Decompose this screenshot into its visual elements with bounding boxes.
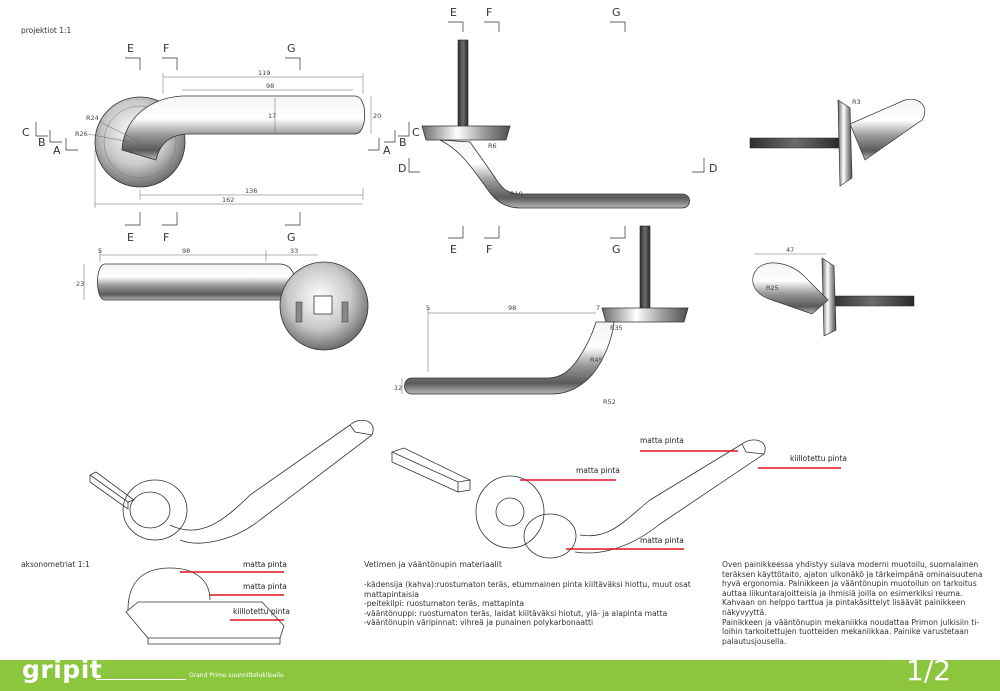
svg-text:R10: R10 xyxy=(510,190,523,198)
svg-text:119: 119 xyxy=(258,69,270,77)
svg-text:R6: R6 xyxy=(488,142,497,150)
front-view-lever: E F G E F G C B A A B C xyxy=(22,42,420,244)
svg-text:R24: R24 xyxy=(86,114,99,122)
svg-text:33: 33 xyxy=(290,247,298,255)
finish-label: matta pinta xyxy=(640,536,684,545)
svg-text:A: A xyxy=(53,144,61,157)
svg-text:R25: R25 xyxy=(766,284,779,292)
svg-text:G: G xyxy=(612,6,621,19)
side-view-lever-2: 5 98 7 R35 R45 R52 12 xyxy=(394,225,689,406)
svg-text:D: D xyxy=(398,162,406,175)
svg-text:20: 20 xyxy=(373,112,381,120)
base-plate xyxy=(421,125,511,141)
svg-text:12: 12 xyxy=(394,384,402,392)
svg-text:R35: R35 xyxy=(610,324,623,332)
svg-text:C: C xyxy=(22,126,30,139)
svg-text:5: 5 xyxy=(98,247,102,255)
svg-text:F: F xyxy=(163,42,169,55)
svg-text:R3: R3 xyxy=(852,98,861,106)
svg-text:F: F xyxy=(486,6,492,19)
svg-text:B: B xyxy=(38,136,46,149)
svg-text:98: 98 xyxy=(266,82,274,90)
axonometric-view-mid-right: 47 R25 xyxy=(752,246,915,337)
axonometric-outline-knob xyxy=(125,567,285,645)
svg-text:98: 98 xyxy=(508,304,516,312)
svg-text:R52: R52 xyxy=(603,398,616,406)
svg-text:R45: R45 xyxy=(590,356,603,364)
svg-text:A: A xyxy=(383,144,391,157)
axonometric-view-top-right: R3 xyxy=(749,98,926,187)
svg-text:R26: R26 xyxy=(75,130,88,138)
bottom-view-lever: 5 98 33 23 xyxy=(76,247,369,351)
axonometric-outline-right xyxy=(390,439,766,559)
finish-label: matta pinta xyxy=(576,466,620,475)
section-marks-front: E F G E F G C B A A B C xyxy=(22,42,420,244)
svg-text:B: B xyxy=(399,136,407,149)
svg-text:47: 47 xyxy=(786,246,794,254)
product-description: Oven painikkeessa yhdistyy sulava modern… xyxy=(722,560,983,646)
svg-text:17: 17 xyxy=(268,112,276,120)
materials-title: Vetimen ja vääntönupin materiaalit xyxy=(364,560,502,569)
materials-list: -kädensija (kahva):ruostumaton teräs, et… xyxy=(364,580,691,628)
dimensions-front: 119 98 17 20 136 162 R24 R26 xyxy=(75,69,381,208)
finish-label: matta pinta xyxy=(243,582,287,591)
axonometric-label: aksonometriat 1:1 xyxy=(21,560,90,569)
svg-text:E: E xyxy=(127,231,134,244)
axonometric-outline-left xyxy=(89,419,374,544)
svg-text:C: C xyxy=(412,126,420,139)
svg-text:F: F xyxy=(486,243,492,256)
spindle xyxy=(457,39,469,129)
svg-text:23: 23 xyxy=(76,280,84,288)
finish-label: kiillotettu pinta xyxy=(790,454,847,463)
svg-text:98: 98 xyxy=(182,247,190,255)
svg-text:E: E xyxy=(127,42,134,55)
side-view-lever: E F G D D E F G R6 R10 xyxy=(398,6,717,256)
brand-logo: gripit xyxy=(22,655,103,684)
svg-text:E: E xyxy=(450,243,457,256)
page-number: 1/2 xyxy=(906,654,952,687)
svg-text:162: 162 xyxy=(222,196,234,204)
finish-label: matta pinta xyxy=(243,560,287,569)
footer-bar xyxy=(0,660,1000,691)
finish-callouts: matta pinta kiillotettu pinta matta pint… xyxy=(180,436,847,621)
svg-text:5: 5 xyxy=(426,304,430,312)
svg-text:7: 7 xyxy=(596,304,600,312)
svg-text:G: G xyxy=(287,42,296,55)
finish-label: matta pinta xyxy=(640,436,684,445)
brand-underline xyxy=(96,679,186,680)
svg-text:G: G xyxy=(612,243,621,256)
footer-subtitle: Grand Primo suunnittelukilpailu xyxy=(189,672,284,679)
svg-text:G: G xyxy=(287,231,296,244)
svg-text:D: D xyxy=(709,162,717,175)
svg-text:136: 136 xyxy=(245,187,257,195)
lever-arm xyxy=(121,95,366,161)
svg-text:F: F xyxy=(163,231,169,244)
svg-text:E: E xyxy=(450,6,457,19)
projections-label: projektiot 1:1 xyxy=(21,26,72,35)
finish-label: kiillotettu pinta xyxy=(233,607,290,616)
